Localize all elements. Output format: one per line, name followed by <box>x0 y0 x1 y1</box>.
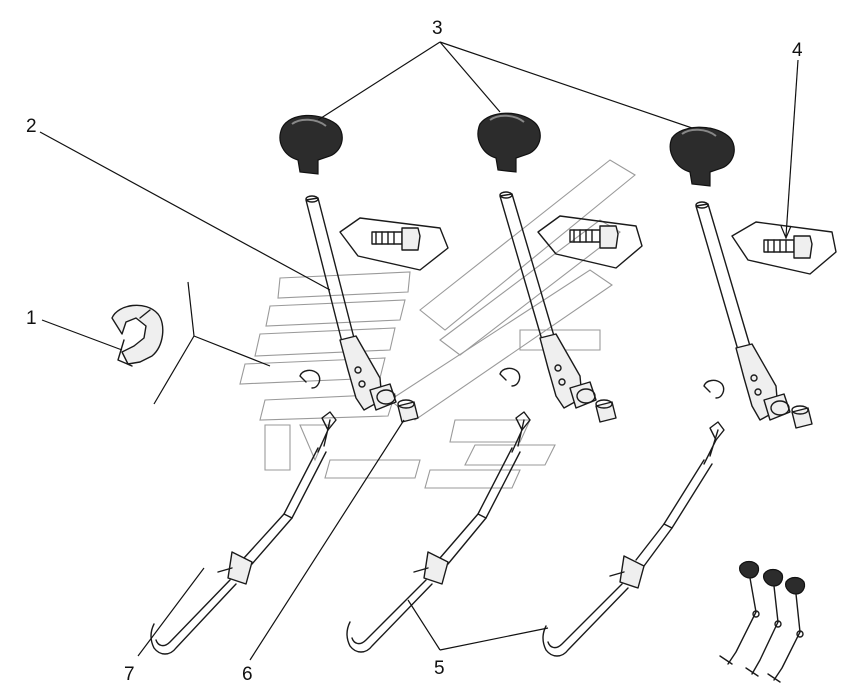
lever-group <box>305 191 791 421</box>
background-watermark <box>239 159 636 489</box>
callout-6: 6 <box>242 664 253 685</box>
leader-lines <box>39 41 799 661</box>
assembly-inset <box>719 560 806 683</box>
clip-right <box>703 379 725 399</box>
clip-group <box>299 367 725 399</box>
bushing-group <box>397 399 813 429</box>
rod-group <box>150 411 725 657</box>
bushing-middle <box>595 399 617 423</box>
callout-4: 4 <box>792 40 803 61</box>
lever-left <box>305 195 397 411</box>
callout-3: 3 <box>432 18 443 39</box>
callout-2: 2 <box>26 116 37 137</box>
knob-right <box>669 126 735 187</box>
clip-left <box>299 369 321 389</box>
callout-5: 5 <box>434 658 445 679</box>
callout-1: 1 <box>26 308 37 329</box>
screw-right <box>731 221 837 275</box>
bushing-right <box>791 405 813 429</box>
rod-middle <box>346 411 531 653</box>
bushing-left <box>397 399 419 423</box>
screw-left <box>339 217 449 271</box>
lever-middle <box>499 191 597 409</box>
screw-middle <box>537 215 643 269</box>
lever-right <box>695 201 791 421</box>
screw-group <box>339 215 837 275</box>
callout-labels: 1 2 3 4 5 6 7 <box>26 18 803 685</box>
knob-middle <box>477 112 541 173</box>
rod-right <box>542 421 725 657</box>
callout-7: 7 <box>124 664 135 685</box>
knob-group <box>279 112 735 187</box>
rod-left <box>150 411 337 655</box>
knob-left <box>279 114 343 175</box>
spring-clip <box>111 304 164 367</box>
clip-middle <box>499 367 521 387</box>
